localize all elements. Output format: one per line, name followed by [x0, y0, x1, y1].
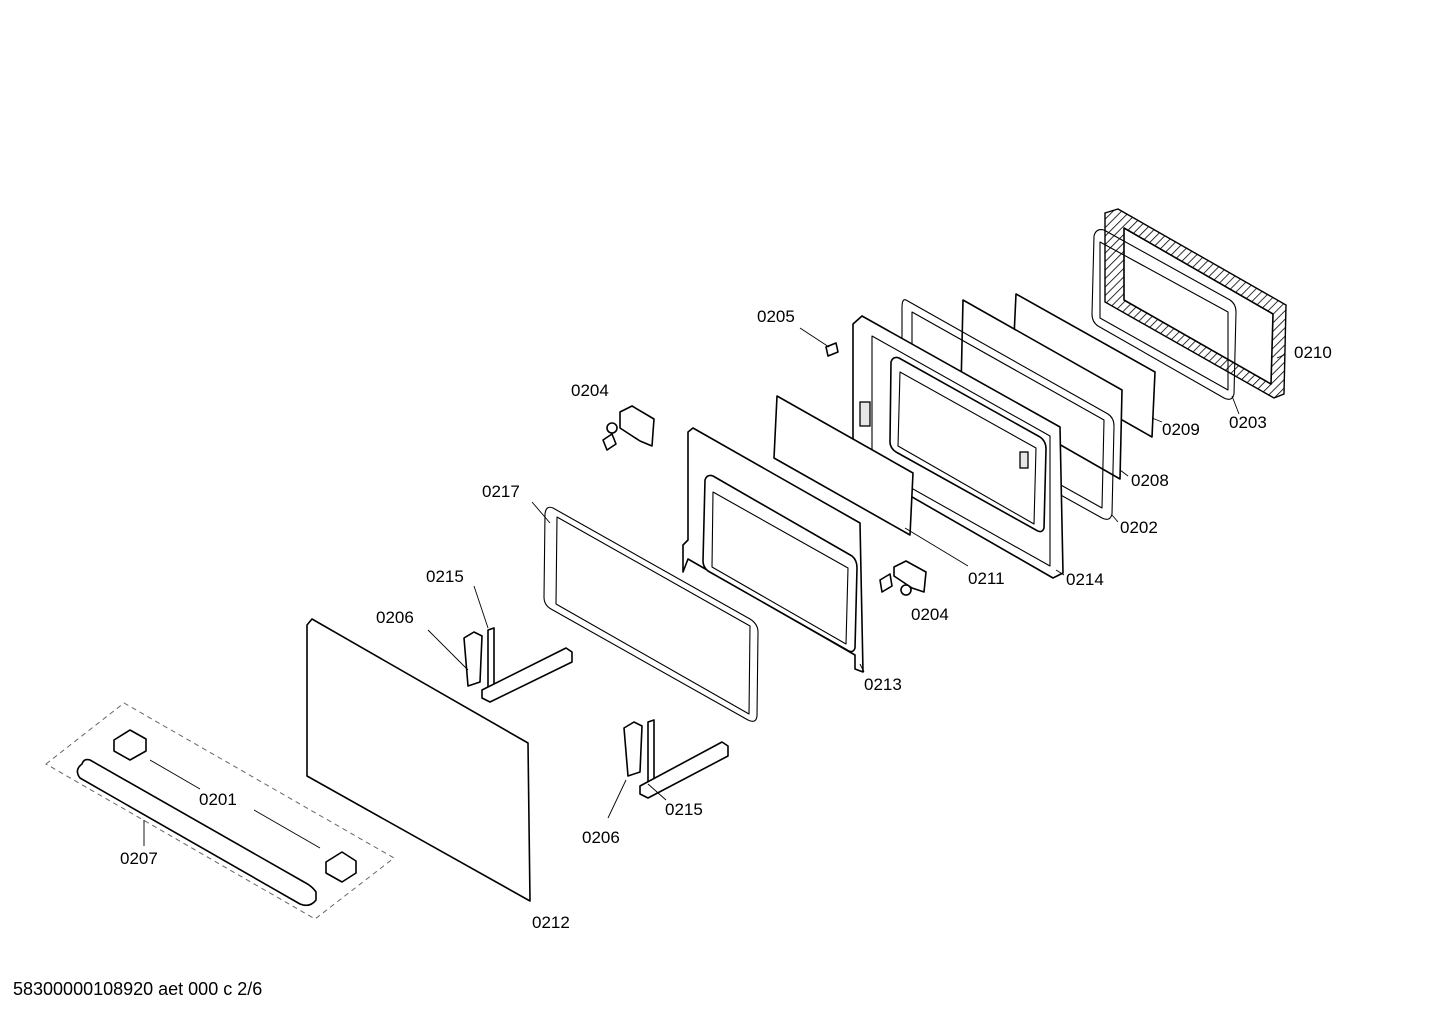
part-0211-glass	[773, 395, 914, 536]
callout-0212: 0212	[532, 913, 570, 932]
callout-0204-upper: 0204	[571, 381, 609, 400]
callout-0208: 0208	[1131, 471, 1169, 490]
callout-0207: 0207	[120, 849, 158, 868]
callout-0203: 0203	[1229, 413, 1267, 432]
part-0205-pin	[825, 342, 839, 357]
part-0217-gasket	[543, 506, 759, 722]
callout-0213: 0213	[864, 675, 902, 694]
leader-lines	[143, 327, 1285, 849]
callout-0210: 0210	[1294, 343, 1332, 362]
part-0207-handle-assembly	[45, 702, 395, 920]
callout-labels: 0205 0210 0204 0203 0209 0208 0217 0202 …	[120, 307, 1332, 932]
part-0215-lower-hinge	[623, 719, 729, 799]
callout-0211: 0211	[968, 569, 1005, 588]
drawing-reference-code: 58300000108920 aet 000 c 2/6	[13, 979, 263, 999]
callout-0217: 0217	[482, 482, 520, 501]
part-0215-upper-hinge	[463, 627, 573, 703]
callout-0205: 0205	[757, 307, 795, 326]
callout-0202: 0202	[1120, 518, 1158, 537]
part-0203-seal	[1091, 229, 1237, 400]
callout-0214: 0214	[1066, 570, 1104, 589]
callout-0215-upper: 0215	[426, 567, 464, 586]
callout-0206-lower: 0206	[582, 828, 620, 847]
callout-0209: 0209	[1162, 420, 1200, 439]
part-0204-upper-block	[602, 405, 655, 451]
part-0204-lower-block	[879, 560, 927, 596]
callout-0215-lower: 0215	[665, 800, 703, 819]
callout-0206-upper: 0206	[376, 608, 414, 627]
part-0212-outer-door-glass	[306, 618, 531, 902]
part-0213-inner-door-panel	[682, 427, 864, 673]
callout-0201: 0201	[199, 790, 237, 809]
callout-0204-lower: 0204	[911, 605, 949, 624]
part-0208-insulation-plate	[960, 299, 1123, 480]
